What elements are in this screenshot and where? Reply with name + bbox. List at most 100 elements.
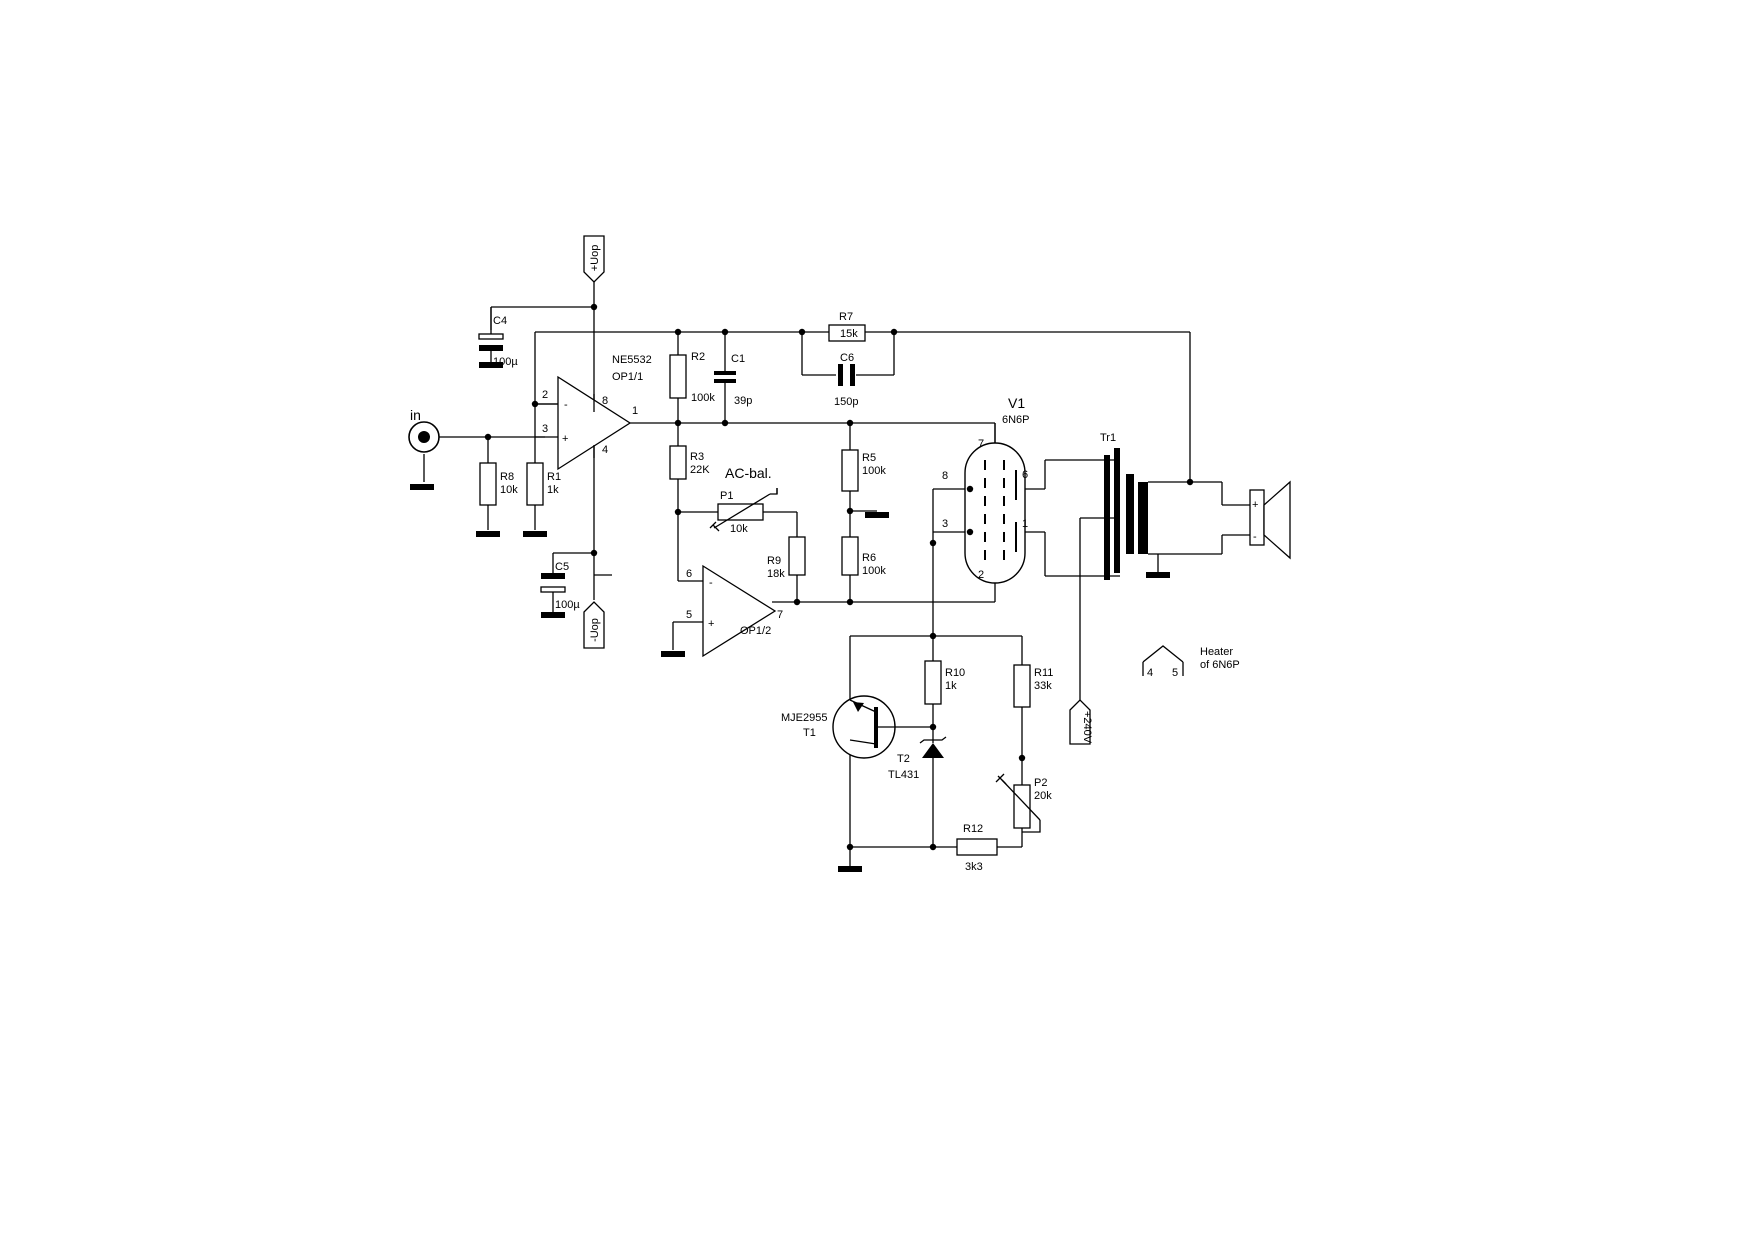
v1-pin-g1: 8 [942, 470, 948, 482]
resistor-r11 [1013, 664, 1031, 708]
shunt-regulator-t2 [919, 736, 947, 758]
speaker-minus: - [1253, 531, 1257, 543]
heater-label-line1: Heater [1200, 646, 1233, 658]
wires [423, 280, 1250, 866]
r9-ref: R9 [767, 555, 781, 567]
r8-ref: R8 [500, 471, 514, 483]
resistor-r12 [956, 838, 998, 856]
r11-value: 33k [1034, 680, 1052, 692]
input-jack[interactable] [408, 421, 440, 453]
op1-minus: - [564, 399, 568, 411]
pos-rail-label: +Uop [589, 245, 601, 272]
pos-rail-flag: +Uop [583, 235, 605, 283]
r7-value: 15k [840, 328, 858, 340]
op1-opamp [535, 375, 632, 471]
p1-value: 10k [730, 523, 748, 535]
capacitor-c5 [540, 573, 566, 618]
r5-value: 100k [862, 465, 886, 477]
ac-bal-label: AC-bal. [725, 465, 772, 481]
op1-pin-inv: 2 [542, 389, 548, 401]
op1-plus: + [562, 433, 568, 445]
speaker-plus: + [1252, 499, 1258, 511]
resistor-r8 [479, 462, 497, 506]
hv-rail-label: +240V [1081, 711, 1093, 744]
op2-name: OP1/2 [740, 625, 771, 637]
op1-name: OP1/1 [612, 371, 643, 383]
resistor-r3 [669, 445, 687, 480]
tr1-ref: Tr1 [1100, 432, 1116, 444]
r10-value: 1k [945, 680, 957, 692]
resistor-r9 [788, 536, 806, 576]
r8-value: 10k [500, 484, 518, 496]
neg-rail-label: -Uop [589, 618, 601, 642]
v1-ref: V1 [1008, 395, 1025, 411]
op1-part: NE5532 [612, 354, 652, 366]
transformer-tr1 [1104, 448, 1148, 580]
c5-ref: C5 [555, 561, 569, 573]
resistor-r6 [841, 536, 859, 576]
capacitor-c1 [714, 371, 736, 383]
op1-pin-vpos: 8 [602, 395, 608, 407]
neg-rail-flag: -Uop [583, 601, 605, 649]
heater-symbol [1142, 645, 1184, 676]
c6-value: 150p [834, 396, 858, 408]
v1-pin-g2: 3 [942, 518, 948, 530]
r11-ref: R11 [1034, 667, 1053, 679]
input-label: in [410, 407, 421, 423]
v1-pin-k2: 2 [978, 569, 984, 581]
resistor-r5 [841, 449, 859, 492]
c5-value: 100µ [555, 599, 580, 611]
r6-value: 100k [862, 565, 886, 577]
t1-part: MJE2955 [781, 712, 827, 724]
resistor-r7 [828, 324, 894, 342]
v1-pin-a1: 6 [1022, 469, 1028, 481]
r6-ref: R6 [862, 552, 876, 564]
resistor-r2 [669, 354, 687, 399]
r7-ref: R7 [839, 311, 853, 323]
t1-ref: T1 [803, 727, 816, 739]
hv-rail-flag: +240V [1069, 699, 1093, 745]
r12-ref: R12 [963, 823, 983, 835]
speaker-icon [1249, 480, 1291, 560]
op2-plus: + [708, 618, 714, 630]
c6-ref: C6 [840, 352, 854, 364]
v1-pin-k1: 7 [978, 438, 984, 450]
transistor-t1 [832, 695, 903, 759]
capacitor-c4 [478, 307, 504, 368]
p2-ref: P2 [1034, 777, 1047, 789]
op1-pin-noninv: 3 [542, 423, 548, 435]
capacitor-c6 [838, 364, 855, 386]
r2-value: 100k [691, 392, 715, 404]
p2-value: 20k [1034, 790, 1052, 802]
c1-ref: C1 [731, 353, 745, 365]
op2-pin-inv: 6 [686, 568, 692, 580]
junction-dots [484, 303, 1194, 851]
r12-value: 3k3 [965, 861, 983, 873]
potentiometer-p1[interactable] [709, 488, 778, 532]
tube-v1 [964, 423, 1026, 584]
r2-ref: R2 [691, 351, 705, 363]
c4-value: 100µ [493, 356, 518, 368]
t2-ref: T2 [897, 753, 910, 765]
r10-ref: R10 [945, 667, 965, 679]
r9-value: 18k [767, 568, 785, 580]
resistor-r10 [924, 660, 942, 705]
t2-part: TL431 [888, 769, 919, 781]
c1-value: 39p [734, 395, 752, 407]
op1-pin-out: 1 [632, 405, 638, 417]
v1-pin-a2: 1 [1022, 518, 1028, 530]
op2-opamp [702, 564, 777, 658]
potentiometer-p2[interactable] [995, 773, 1041, 833]
p1-ref: P1 [720, 490, 733, 502]
r5-ref: R5 [862, 452, 876, 464]
ground-symbols [410, 484, 1170, 872]
resistor-r1 [526, 462, 544, 506]
op2-pin-out: 7 [777, 609, 783, 621]
v1-type: 6N6P [1002, 414, 1030, 426]
op2-pin-noninv: 5 [686, 609, 692, 621]
r1-value: 1k [547, 484, 559, 496]
r3-ref: R3 [690, 451, 704, 463]
heater-pin-b: 5 [1172, 667, 1178, 679]
heater-pin-a: 4 [1147, 667, 1153, 679]
